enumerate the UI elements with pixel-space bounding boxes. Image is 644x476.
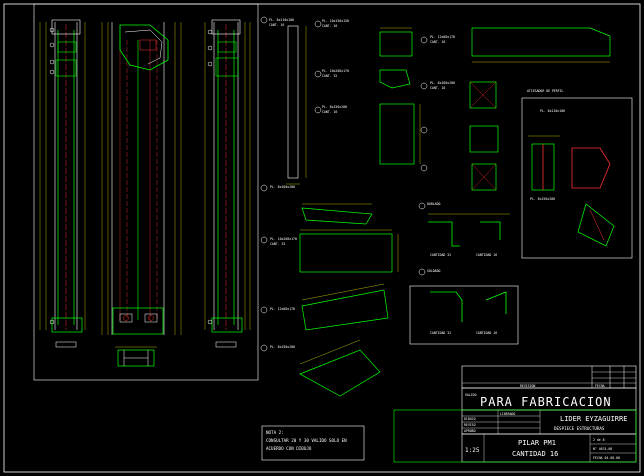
svg-text:CANT. 32: CANT. 32 — [270, 242, 285, 246]
svg-text:PL. 8x150x200: PL. 8x150x200 — [530, 197, 555, 201]
title-block: REVISION FECHA VALIDO PARA FABRICACION D… — [461, 365, 637, 463]
svg-text:DIBUJO: DIBUJO — [464, 417, 476, 421]
plate-long-vertical — [260, 16, 307, 185]
svg-text:LIDER EYZAGUIRRE: LIDER EYZAGUIRRE — [560, 415, 627, 423]
svg-text:2 de 8: 2 de 8 — [593, 438, 605, 442]
plate-trapezoid-1 — [260, 184, 373, 225]
svg-text:PL. 12x80x170: PL. 12x80x170 — [270, 307, 295, 311]
svg-text:PL. 8x100x200: PL. 8x100x200 — [430, 81, 455, 85]
sheet-border — [3, 3, 641, 473]
svg-text:CANT. 16: CANT. 16 — [430, 40, 445, 44]
svg-text:CANT. 16: CANT. 16 — [322, 110, 337, 114]
plate-small-2 — [314, 69, 411, 89]
svg-text:CANT. 16: CANT. 16 — [269, 23, 284, 27]
bent-plate-2 — [409, 268, 519, 345]
plate-strip-top — [420, 27, 611, 63]
plate-skew — [260, 283, 389, 331]
svg-text:ATIESADOR DE PERFIL: ATIESADOR DE PERFIL — [527, 89, 564, 93]
svg-text:CANT. 32: CANT. 32 — [322, 74, 337, 78]
svg-text:PARA FABRICACION: PARA FABRICACION — [480, 395, 612, 409]
svg-text:PILAR PM1: PILAR PM1 — [518, 439, 556, 447]
svg-text:CANTIDAD 16: CANTIDAD 16 — [512, 450, 558, 458]
stiffener-group — [420, 81, 499, 191]
plate-diagonal — [260, 339, 381, 397]
svg-text:PL. 8x110x100: PL. 8x110x100 — [540, 109, 565, 113]
svg-text:CANTIDAD 16: CANTIDAD 16 — [476, 253, 497, 257]
bent-plate-1 — [418, 202, 510, 247]
svg-text:CANT. 16: CANT. 16 — [322, 24, 337, 28]
svg-text:LIBERADO: LIBERADO — [500, 412, 515, 416]
svg-text:N° 4674-08: N° 4674-08 — [593, 447, 612, 451]
svg-text:REVISO: REVISO — [464, 423, 476, 427]
plate-small-1 — [314, 20, 413, 57]
svg-text:FECHA 04-08-08: FECHA 04-08-08 — [593, 456, 620, 460]
svg-text:PL. 12x80x170: PL. 12x80x170 — [430, 35, 455, 39]
title-frame — [393, 409, 637, 463]
svg-text:DOBLADO: DOBLADO — [427, 202, 441, 206]
svg-text:CONSULTAR 20 Y 30 VALIDO SOLO: CONSULTAR 20 Y 30 VALIDO SOLO EN — [266, 438, 347, 443]
elevation-frame — [33, 3, 259, 381]
svg-text:CANTIDAD 16: CANTIDAD 16 — [476, 331, 497, 335]
svg-text:NOTA 2:: NOTA 2: — [266, 430, 284, 435]
svg-text:PL. 8x150x200: PL. 8x150x200 — [270, 345, 295, 349]
svg-text:APROBO: APROBO — [464, 429, 476, 433]
column-elevation-1 — [39, 19, 86, 348]
plate-rect-large — [260, 229, 399, 273]
svg-text:ACUERDO CON DIBUJO: ACUERDO CON DIBUJO — [266, 446, 312, 451]
svg-text:VALIDO: VALIDO — [465, 393, 477, 397]
svg-text:CANTIDAD 32: CANTIDAD 32 — [430, 253, 451, 257]
svg-text:SOLDADO: SOLDADO — [427, 269, 441, 273]
column-elevation-2 — [101, 22, 182, 367]
svg-text:PL. 10x200x170: PL. 10x200x170 — [270, 237, 297, 241]
svg-text:PL. 8x150x200: PL. 8x150x200 — [322, 105, 347, 109]
svg-text:FECHA: FECHA — [595, 384, 605, 388]
plate-small-3 — [314, 103, 421, 165]
svg-text:PL. 10x150x150: PL. 10x150x150 — [322, 19, 349, 23]
svg-text:PL. 8x100x200: PL. 8x100x200 — [270, 185, 295, 189]
svg-text:PL. 10x200x170: PL. 10x200x170 — [322, 69, 349, 73]
svg-text:DESPIECE ESTRUCTURAS: DESPIECE ESTRUCTURAS — [554, 426, 605, 431]
column-elevation-3 — [204, 19, 251, 348]
svg-text:CANTIDAD 32: CANTIDAD 32 — [430, 331, 451, 335]
assembly-detail — [521, 97, 633, 259]
detail-annotations: PL. 8x110x100 CANT. 16 PL. 10x150x150 CA… — [269, 18, 565, 349]
note-box: NOTA 2: CONSULTAR 20 Y 30 VALIDO SOLO EN… — [261, 425, 365, 461]
svg-text:PL. 8x110x100: PL. 8x110x100 — [269, 18, 294, 22]
svg-text:1:25: 1:25 — [465, 447, 480, 454]
svg-text:REVISION: REVISION — [520, 384, 535, 388]
svg-text:CANT. 16: CANT. 16 — [430, 86, 445, 90]
